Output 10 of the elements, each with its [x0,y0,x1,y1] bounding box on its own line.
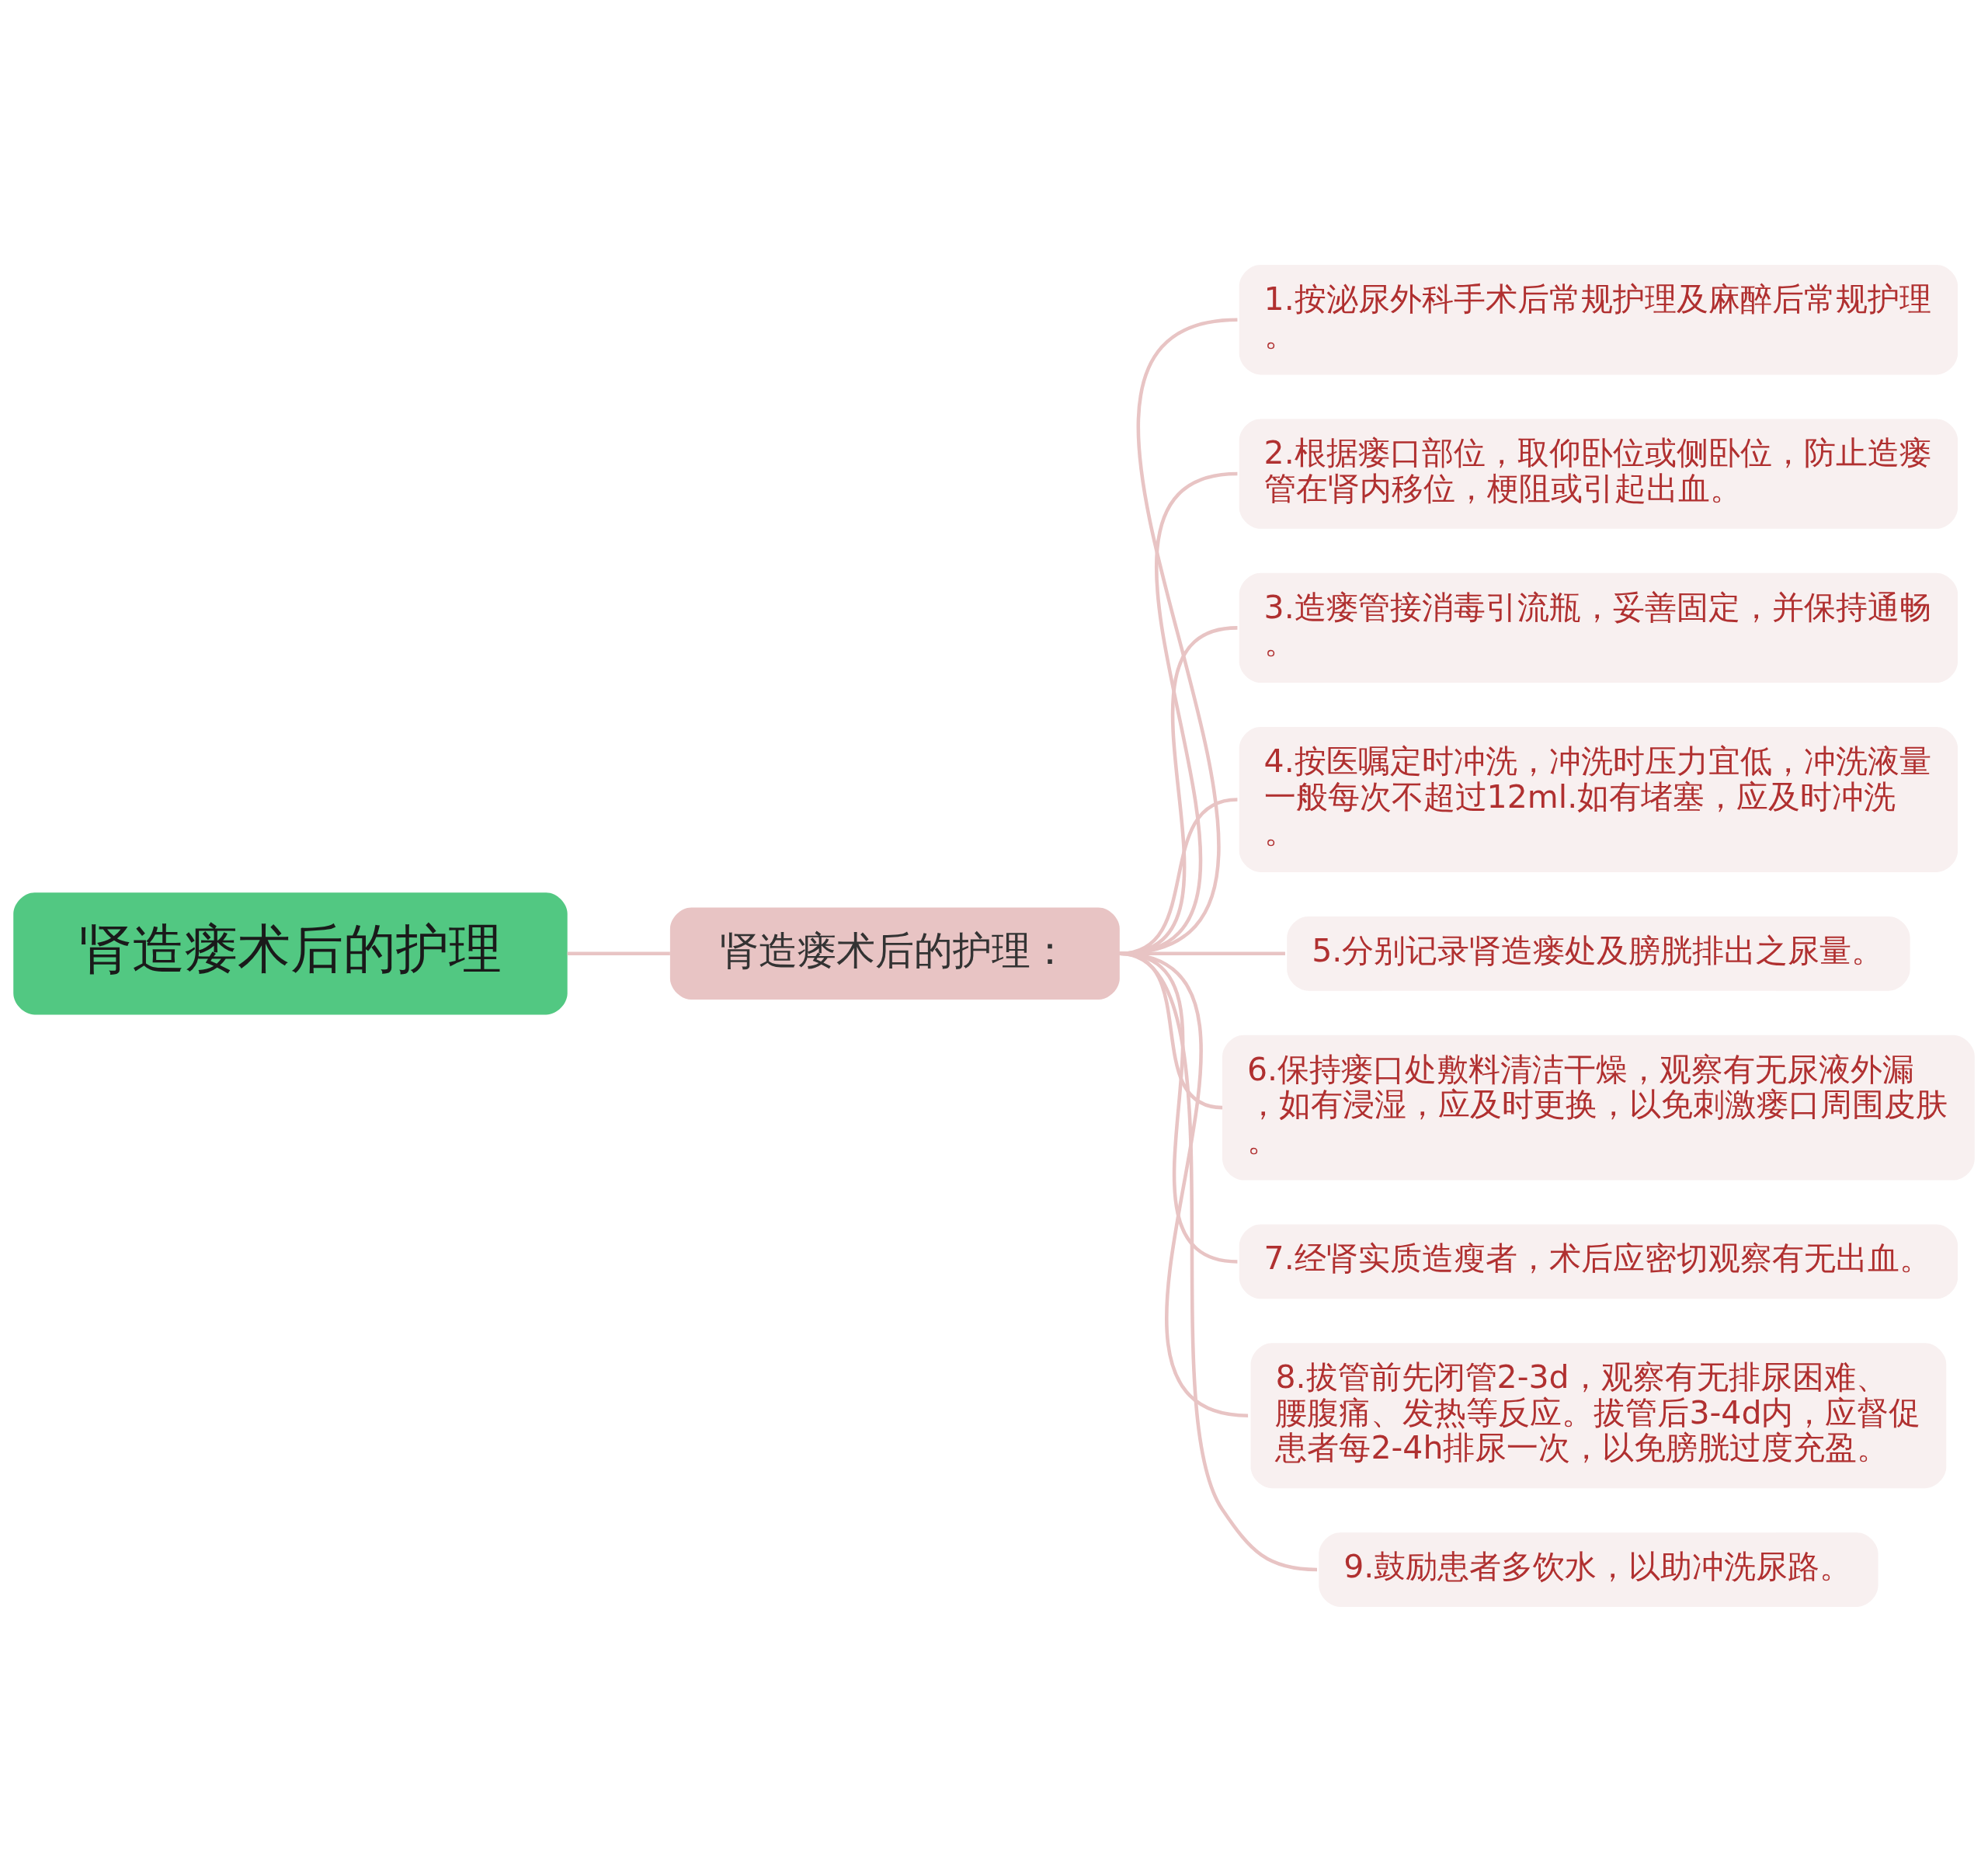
connector [567,951,670,955]
connector [1119,951,1318,1571]
node-box: 1.按泌尿外科手术后常规护理及麻醉后常规护理。 [1239,264,1958,374]
node-box: 2.根据瘘口部位，取仰卧位或侧卧位，防止造瘘管在肾内移位，梗阻或引起出血。 [1239,418,1958,529]
node-box: 7.经肾实质造瘦者，术后应密切观察有无出血。 [1239,1224,1958,1299]
node-box: 6.保持瘘口处敷料清洁干燥，观察有无尿液外漏，如有浸湿，应及时更换，以免刺激瘘口周围皮肤。 [1222,1035,1975,1181]
node-box: 肾造瘘术后的护理 [13,892,568,1014]
node-box: 肾造瘘术后的护理： [669,907,1120,1000]
node-box: 3.造瘘管接消毒引流瓶，妥善固定，并保持通畅。 [1239,572,1958,683]
node-box: 4.按医嘱定时冲洗，冲洗时压力宜低，冲洗液量一般每次不超过12ml.如有堵塞，应及时冲洗。 [1239,726,1958,872]
